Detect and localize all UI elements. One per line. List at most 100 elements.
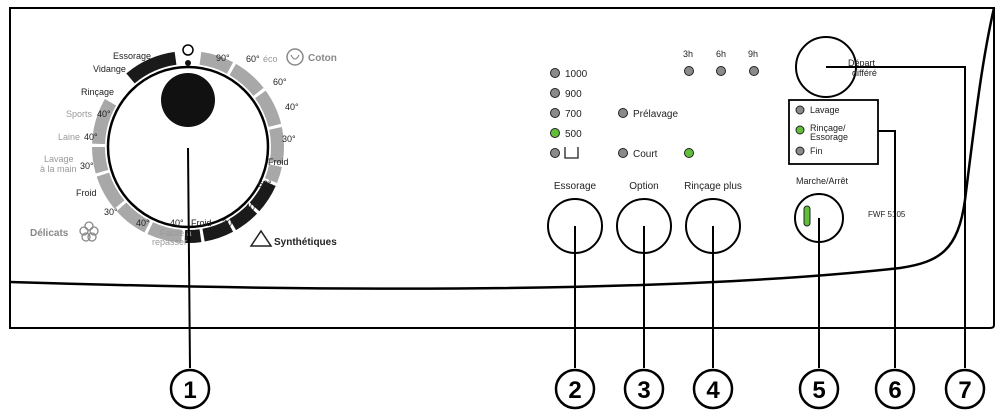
coton-icon	[286, 48, 304, 66]
callout-3: 3	[637, 377, 650, 404]
program-dial[interactable]	[106, 44, 270, 229]
delay-9h-label: 9h	[748, 49, 758, 59]
status-rincage: Rinçage/	[810, 123, 846, 133]
synthetiques-icon	[249, 229, 273, 247]
callout-4-circle	[692, 368, 734, 410]
label-90: 90°	[216, 53, 230, 63]
callout-4: 4	[706, 377, 720, 404]
callout-leaders	[187, 66, 966, 369]
facile-a-label: Facile à	[160, 228, 192, 238]
label-vidange: Vidange	[93, 64, 126, 74]
program-dial-segments	[92, 51, 285, 243]
dial-indicator-dot	[185, 60, 191, 66]
dial-segment	[116, 202, 151, 233]
status-lavage: Lavage	[810, 105, 840, 115]
led-1000	[550, 68, 560, 78]
label-a-la-main: à la main	[40, 164, 77, 174]
panel-curve-edge	[9, 7, 996, 290]
label-sports: Sports	[66, 109, 93, 119]
depart-label: Départ	[848, 58, 876, 68]
callout-6-circle	[874, 368, 916, 410]
dial-segment	[269, 127, 285, 164]
label-30-left: 30°	[104, 207, 118, 217]
label-froid-b: Froid	[191, 218, 212, 228]
label-rincage: Rinçage	[81, 87, 114, 97]
option-indicators: Prélavage Court	[618, 108, 694, 160]
speed-500: 500	[565, 129, 582, 140]
essorage-button-label: Essorage	[554, 181, 597, 192]
dial-segment	[229, 63, 264, 96]
led-rincage-plus	[684, 148, 694, 158]
led-9h	[749, 66, 759, 76]
led-fin	[795, 146, 805, 156]
callout-5: 5	[812, 377, 825, 404]
label-lavage: Lavage	[44, 154, 74, 164]
label-40-c: 40°	[170, 218, 184, 228]
court-label: Court	[633, 149, 658, 160]
label-laine: Laine	[58, 132, 80, 142]
led-no-spin	[550, 148, 560, 158]
label-froid-left: Froid	[76, 188, 97, 198]
callout-1: 1	[183, 377, 196, 404]
dial-segment	[96, 172, 125, 209]
label-eco: éco	[263, 54, 278, 64]
panel-outline	[9, 7, 995, 329]
status-fin: Fin	[810, 146, 823, 156]
callout-3-circle	[623, 368, 665, 410]
delay-3h-label: 3h	[683, 49, 693, 59]
callout-2: 2	[568, 377, 581, 404]
callout-6: 6	[888, 377, 901, 404]
led-prelavage	[618, 108, 628, 118]
dial-segment	[92, 99, 117, 145]
status-essorage: Essorage	[810, 132, 848, 142]
basin-icon	[564, 147, 579, 159]
speed-1000: 1000	[565, 69, 588, 80]
option-button-label: Option	[629, 181, 658, 192]
callout-2-circle	[554, 368, 596, 410]
label-froid-a: Froid	[268, 157, 289, 167]
dial-segment	[126, 51, 177, 84]
led-500	[550, 128, 560, 138]
status-box: Lavage Rinçage/ Essorage Fin	[788, 99, 879, 165]
delicats-label: Délicats	[30, 228, 69, 239]
callout-numbers: 1 2 3 4 5 6 7	[169, 368, 986, 410]
led-lavage	[795, 105, 805, 115]
dial-segment	[264, 164, 282, 183]
led-6h	[716, 66, 726, 76]
led-court	[618, 148, 628, 158]
label-60-b: 60°	[258, 179, 272, 189]
dial-knob[interactable]	[161, 73, 215, 127]
coton-icon-leaf	[290, 54, 300, 60]
delay-6h-label: 6h	[716, 49, 726, 59]
callout-7-circle	[944, 368, 986, 410]
label-laine-temp: 40°	[84, 132, 98, 142]
label-40-a: 40°	[285, 102, 299, 112]
label-30-b: 30°	[222, 218, 236, 228]
led-700	[550, 108, 560, 118]
dial-segment	[249, 180, 276, 212]
led-3h	[684, 66, 694, 76]
label-sports-temp: 40°	[97, 109, 111, 119]
model-label: FWF 5105	[868, 210, 906, 219]
differe-label: différé	[852, 68, 877, 78]
speed-700: 700	[565, 109, 582, 120]
callout-1-circle	[169, 368, 211, 410]
delay-indicators: 3h 6h 9h	[683, 49, 759, 76]
repasser-label: repasser	[152, 237, 187, 247]
dial-segment	[92, 147, 109, 174]
label-60-a: 60°	[273, 77, 287, 87]
label-essorage: Essorage	[113, 51, 151, 61]
dial-segment	[255, 90, 282, 127]
synthetiques-label: Synthétiques	[274, 237, 337, 248]
callout-7: 7	[958, 377, 971, 404]
dial-segment	[147, 222, 183, 243]
speed-indicators: 1000 900 700 500	[550, 68, 588, 159]
prelavage-label: Prélavage	[633, 109, 678, 120]
delicats-group: Délicats	[30, 221, 99, 242]
dial-top-marker	[182, 44, 194, 56]
coton-group: Coton	[286, 48, 337, 66]
led-900	[550, 88, 560, 98]
coton-label: Coton	[308, 53, 337, 64]
dial-segment	[229, 204, 258, 231]
